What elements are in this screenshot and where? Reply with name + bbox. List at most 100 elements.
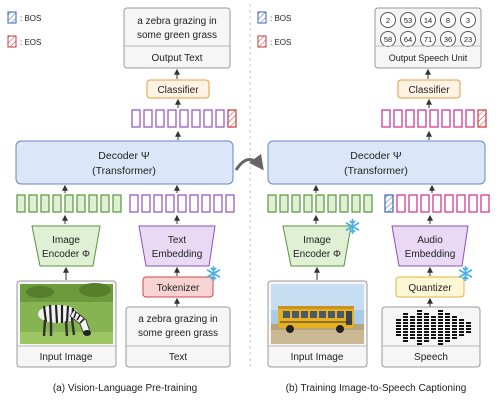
speech-unit-circle bbox=[440, 12, 456, 28]
bos-token-icon bbox=[7, 11, 17, 24]
token bbox=[339, 194, 349, 213]
right-legend-bos: : BOS bbox=[270, 14, 291, 23]
left-text-tokens bbox=[129, 194, 235, 213]
speech-unit-circle bbox=[380, 12, 396, 28]
speech-unit-value: 53 bbox=[404, 16, 412, 25]
token bbox=[267, 194, 277, 213]
left-image-encoder-line2: Encoder Φ bbox=[42, 249, 90, 260]
token bbox=[167, 109, 177, 128]
token bbox=[112, 194, 122, 213]
left-classifier-label: Classifier bbox=[157, 85, 199, 96]
left-output-tokens bbox=[131, 109, 237, 128]
speech-unit-circle bbox=[460, 12, 476, 28]
left-input-image-label: Input Image bbox=[40, 352, 93, 363]
zebra-photo bbox=[20, 283, 113, 344]
speech-unit-value: 23 bbox=[464, 35, 472, 44]
token bbox=[16, 194, 26, 213]
token bbox=[225, 194, 235, 213]
right-legend-eos: : EOS bbox=[270, 38, 291, 47]
left-text-embedding-box bbox=[138, 225, 216, 267]
token bbox=[203, 109, 213, 128]
right-image-encoder-line2: Encoder Φ bbox=[293, 249, 341, 260]
token bbox=[327, 194, 337, 213]
speech-unit-circle bbox=[420, 12, 436, 28]
speech-unit-value: 14 bbox=[424, 16, 432, 25]
left-input-text-label: Text bbox=[169, 352, 188, 363]
left-caption: (a) Vision-Language Pre-training bbox=[53, 383, 197, 394]
right-decoder-line1: Decoder Ψ bbox=[350, 150, 402, 162]
token bbox=[381, 109, 391, 128]
token bbox=[417, 109, 427, 128]
right-quantizer-box bbox=[395, 276, 465, 298]
token bbox=[408, 194, 418, 213]
token bbox=[351, 194, 361, 213]
token bbox=[129, 194, 139, 213]
token bbox=[441, 109, 451, 128]
left-image-encoder-box bbox=[31, 225, 101, 267]
left-tokenizer-box bbox=[142, 276, 214, 298]
left-image-tokens bbox=[16, 194, 122, 213]
bos-token bbox=[384, 194, 394, 213]
right-decoder-line2: (Transformer) bbox=[344, 165, 408, 177]
token bbox=[444, 194, 454, 213]
token bbox=[279, 194, 289, 213]
speech-unit-value: 8 bbox=[446, 16, 450, 25]
token bbox=[88, 194, 98, 213]
token bbox=[155, 109, 165, 128]
right-input-image-box: Input Image bbox=[267, 280, 368, 368]
left-legend-eos: : EOS bbox=[20, 38, 41, 47]
transition-arrow bbox=[234, 153, 264, 171]
token bbox=[315, 194, 325, 213]
speech-unit-value: 64 bbox=[404, 35, 412, 44]
left-input-image-box: Input Image bbox=[16, 280, 117, 368]
token bbox=[303, 194, 313, 213]
token bbox=[191, 109, 201, 128]
right-speech-label: Speech bbox=[414, 352, 448, 363]
token bbox=[213, 194, 223, 213]
token bbox=[141, 194, 151, 213]
token bbox=[432, 194, 442, 213]
right-input-image-label: Input Image bbox=[291, 352, 344, 363]
speech-unit-value: 58 bbox=[384, 35, 392, 44]
left-decoder-box bbox=[15, 140, 234, 185]
speech-unit-value: 71 bbox=[424, 35, 432, 44]
right-audio-embedding-box bbox=[391, 225, 469, 267]
token bbox=[215, 109, 225, 128]
spectrogram-icon bbox=[396, 310, 471, 345]
left-decoder-line1: Decoder Ψ bbox=[98, 150, 150, 162]
token bbox=[189, 194, 199, 213]
token bbox=[28, 194, 38, 213]
left-input-text-box: a zebra grazing in some green grass Text bbox=[125, 306, 231, 368]
token bbox=[153, 194, 163, 213]
token bbox=[131, 109, 141, 128]
token bbox=[405, 109, 415, 128]
bos-token-icon bbox=[257, 11, 267, 24]
left-output-label: Output Text bbox=[152, 53, 203, 64]
right-audio-tokens bbox=[384, 194, 490, 213]
token bbox=[429, 109, 439, 128]
token bbox=[201, 194, 211, 213]
right-speech-box: Speech bbox=[381, 306, 481, 368]
eos-token bbox=[227, 109, 237, 128]
token bbox=[76, 194, 86, 213]
left-output-line2: some green grass bbox=[137, 30, 217, 41]
token bbox=[468, 194, 478, 213]
eos-token-icon bbox=[257, 35, 267, 48]
token bbox=[291, 194, 301, 213]
left-tokenizer-label: Tokenizer bbox=[157, 283, 200, 294]
left-classifier-box bbox=[146, 79, 210, 99]
token bbox=[100, 194, 110, 213]
left-legend: : BOS : EOS bbox=[7, 11, 41, 48]
token bbox=[465, 109, 475, 128]
token bbox=[40, 194, 50, 213]
token bbox=[165, 194, 175, 213]
token bbox=[177, 194, 187, 213]
right-output-label: Output Speech Unit bbox=[389, 53, 468, 63]
right-decoder-box bbox=[267, 140, 486, 185]
bus-photo bbox=[271, 284, 364, 344]
left-output-text-box: a zebra grazing in some green grass Outp… bbox=[123, 7, 231, 69]
token bbox=[420, 194, 430, 213]
